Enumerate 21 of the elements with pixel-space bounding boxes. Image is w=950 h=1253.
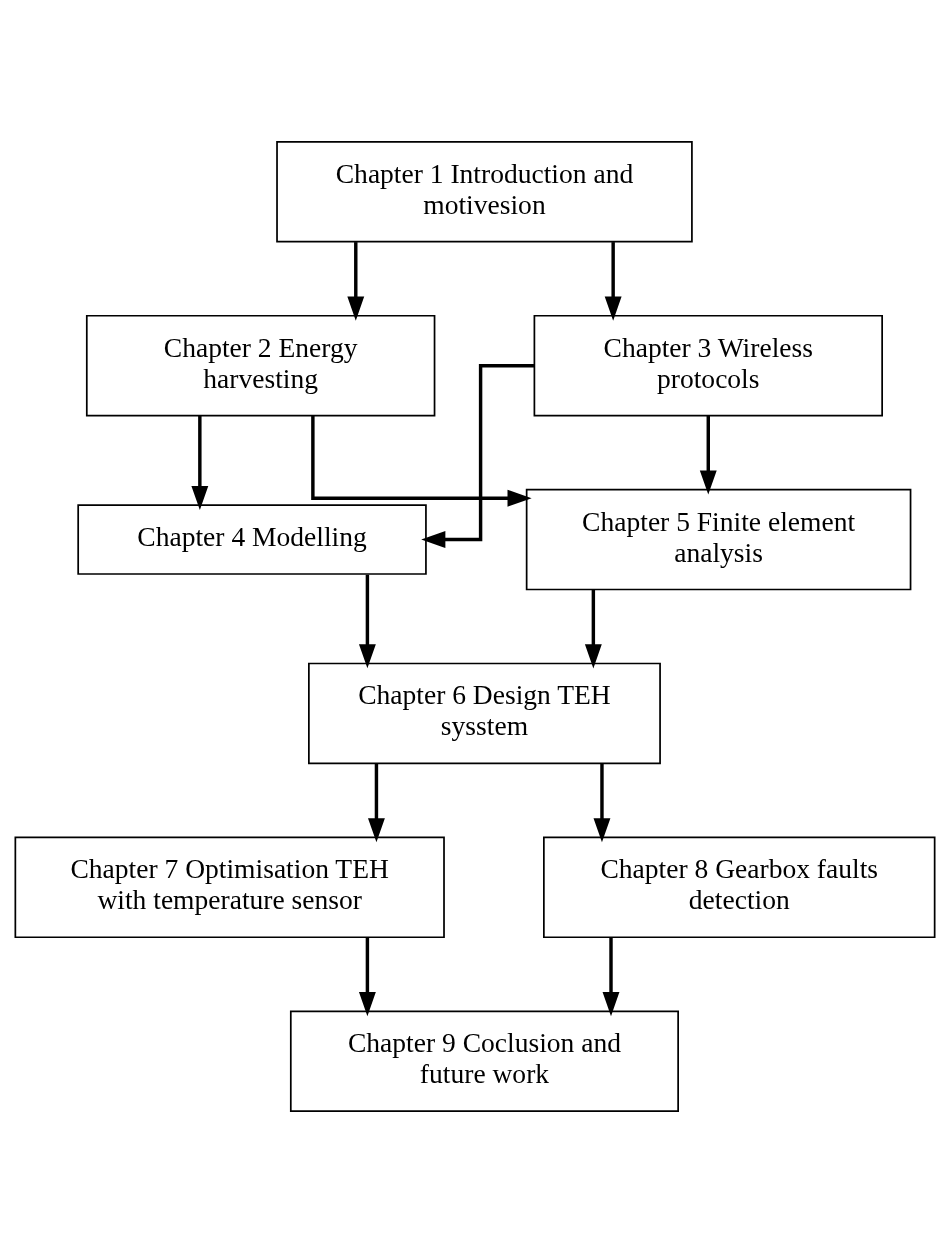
arrow [358,937,376,1017]
arrow [311,415,532,507]
arrow [699,415,717,495]
node-box: Chapter 9 Coclusion and future work [289,1010,679,1112]
arrow [593,763,611,843]
node-box: Chapter 4 Modelling [77,504,427,575]
arrow [358,574,376,669]
node-box: Chapter 1 Introduction and motivesion [276,141,693,243]
node-box: Chapter 2 Energy harvesting [85,314,436,417]
node-box: Chapter 7 Optimisation TEH with temperature sensor [14,836,445,939]
node-box: Chapter 3 Wireless protocols [533,314,883,417]
arrow [421,363,534,548]
arrow [604,242,622,321]
node-box: Chapter 6 Design TEH sysstem [308,662,661,765]
arrow [584,589,602,669]
node-box: Chapter 8 Gearbox faults detection [543,836,936,939]
node-box: Chapter 5 Finite element analysis [525,488,912,591]
arrow [368,763,385,843]
arrow [191,415,209,511]
arrow [602,937,620,1017]
arrow [347,242,365,321]
